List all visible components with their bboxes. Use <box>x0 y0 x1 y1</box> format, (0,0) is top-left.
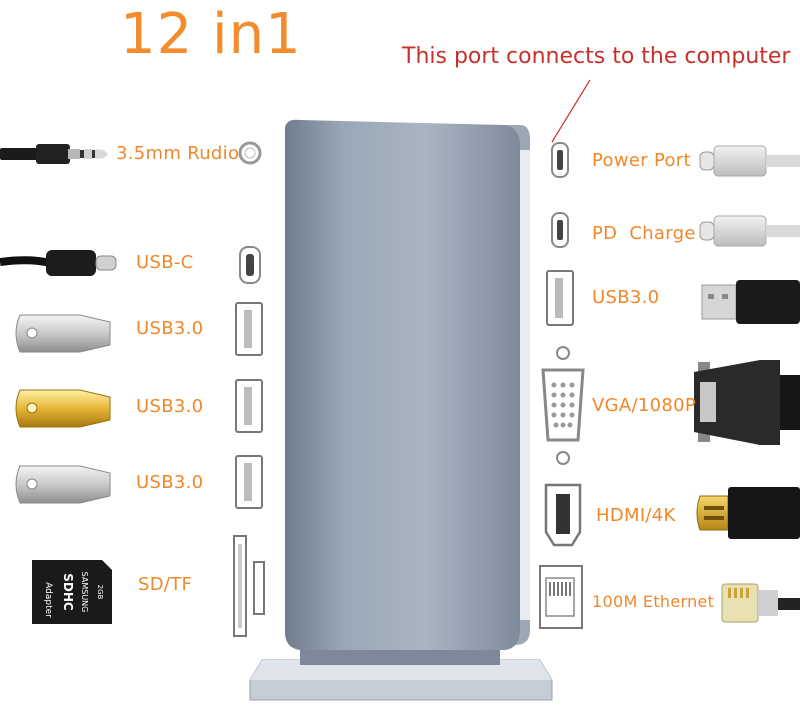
sd-card-brand-label: SAMSUNG <box>80 572 89 613</box>
ethernet-cable-icon <box>721 583 800 623</box>
audio-cable-icon <box>0 144 108 164</box>
hub-device <box>249 119 553 701</box>
usb-c-cable-white-icon <box>699 215 800 247</box>
page-title: 12 in1 <box>120 2 302 67</box>
usb-drive-silver-icon <box>15 465 111 504</box>
usb-c-port-icon <box>239 246 261 284</box>
label-vga: VGA/1080P <box>592 395 697 416</box>
label-usb3-1: USB3.0 <box>136 318 204 339</box>
label-power-port: Power Port <box>592 150 691 171</box>
label-sd-tf: SD/TF <box>138 574 193 595</box>
sd-tf-slot-icon <box>233 535 265 637</box>
sd-card-icon: Adapter SDHC SAMSUNG 2GB <box>32 560 112 624</box>
hdmi-cable-icon <box>696 487 800 539</box>
sd-card-size-label: 2GB <box>96 585 104 600</box>
usb-a-cable-icon <box>701 280 800 324</box>
usb-drive-gold-icon <box>15 389 111 428</box>
vga-cable-icon <box>694 360 800 445</box>
label-usb3-3: USB3.0 <box>136 472 204 493</box>
sd-card-side-label: Adapter <box>43 582 53 618</box>
usb-c-port-icon <box>551 142 569 178</box>
label-pd-charge: PD Charge <box>592 223 696 244</box>
usb-a-port-icon <box>546 270 574 326</box>
usb-a-port-icon <box>235 302 263 356</box>
usb-a-port-icon <box>235 379 263 433</box>
vga-port-icon <box>541 346 585 465</box>
label-usb3-right: USB3.0 <box>592 287 660 308</box>
usb-c-port-icon <box>551 212 569 248</box>
label-usb3-2: USB3.0 <box>136 396 204 417</box>
computer-port-note: This port connects to the computer <box>402 44 791 69</box>
usb-c-cable-icon <box>0 250 117 276</box>
label-hdmi: HDMI/4K <box>596 505 676 526</box>
pointer-line <box>551 79 591 143</box>
hdmi-port-icon <box>544 483 582 547</box>
audio-jack-icon <box>238 141 262 165</box>
ethernet-port-icon <box>539 565 583 629</box>
label-ethernet: 100M Ethernet <box>592 592 715 611</box>
usb-drive-silver-icon <box>15 314 111 353</box>
label-audio: 3.5mm Rudio <box>116 143 240 164</box>
label-usb-c: USB-C <box>136 252 194 273</box>
usb-a-port-icon <box>235 455 263 509</box>
usb-c-cable-white-icon <box>699 145 800 177</box>
sd-card-type-label: SDHC <box>61 573 75 611</box>
